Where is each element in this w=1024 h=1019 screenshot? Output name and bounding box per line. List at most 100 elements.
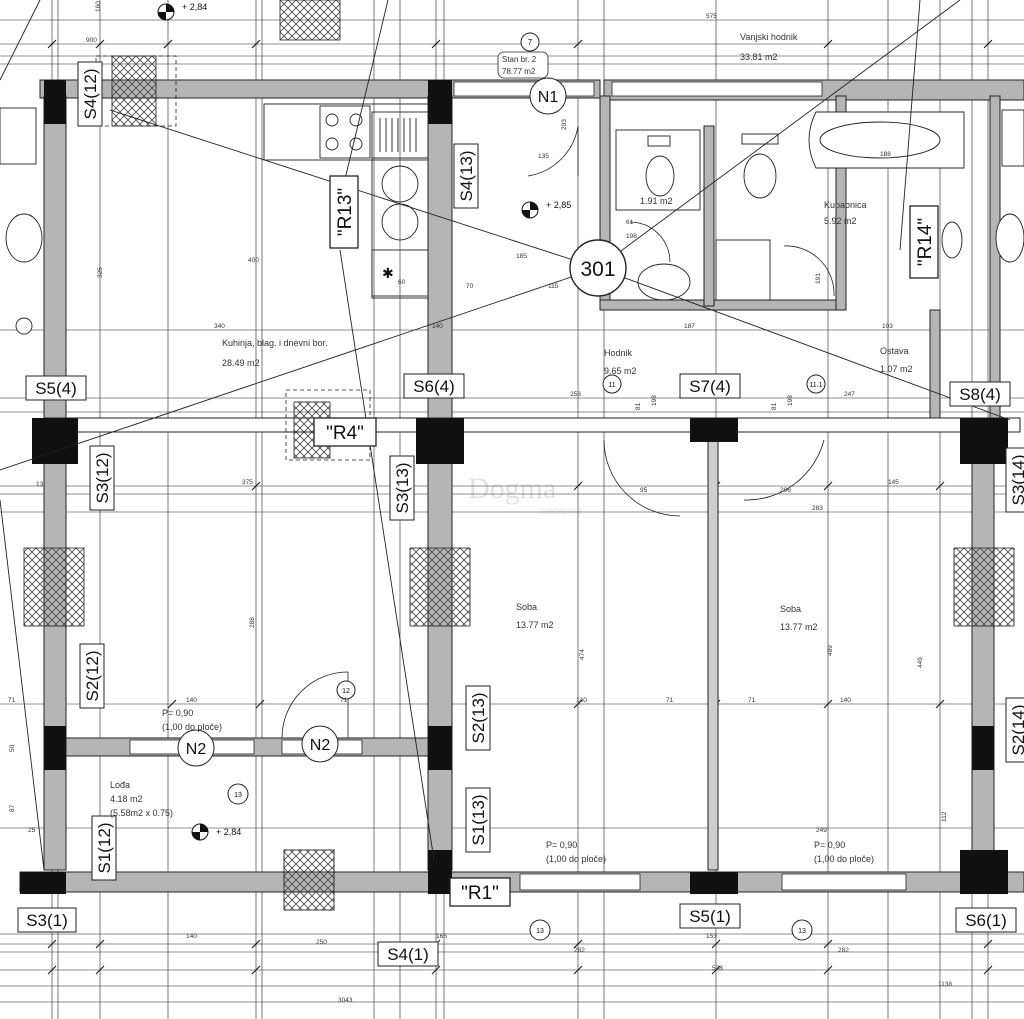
section-lines	[0, 0, 1011, 871]
dim-label: 135	[538, 153, 549, 160]
dim-label: 103	[882, 323, 893, 330]
dim-label: 198	[626, 233, 637, 240]
wall-tag: S2(12)	[79, 643, 105, 709]
sill-notes: P= 0,90 (1,00 do ploče) P= 0,90 (1,00 do…	[162, 708, 874, 864]
wall-tag-text: S6(4)	[413, 377, 455, 396]
bath-fixtures	[0, 107, 1024, 335]
dim-label: 81	[771, 402, 778, 410]
marker-text: 12	[342, 688, 350, 695]
wall-tag: S8(4)	[949, 381, 1011, 407]
dim-label: 3043	[338, 997, 353, 1004]
marker-text: 13	[536, 928, 544, 935]
room-name: Hodnik	[604, 348, 633, 358]
dim-label: 1138	[938, 981, 952, 988]
sill-note: (1,00 do ploče)	[814, 854, 874, 864]
dim-label: 61	[626, 219, 634, 226]
dim-label: 71	[340, 697, 348, 704]
hatch-details	[23, 0, 1015, 911]
marker-13a: 13	[227, 783, 249, 805]
room-name: Ostava	[880, 346, 909, 356]
dim-label: 206	[780, 487, 791, 494]
section-tag-r13: "R13"	[329, 175, 359, 249]
room-name: Soba	[516, 602, 537, 612]
marker-12: 12	[336, 680, 356, 700]
dim-label: 166	[436, 933, 447, 940]
dim-label: 249	[816, 827, 827, 834]
marker-13b: 13	[529, 919, 551, 941]
sill-note: (1,00 do ploče)	[162, 722, 222, 732]
sill-height: P= 0,90	[814, 840, 845, 850]
dim-label: 145	[888, 479, 899, 486]
marker-text: N2	[186, 741, 207, 758]
dim-label: 185	[516, 253, 527, 260]
wall-tag-text: S2(12)	[83, 650, 102, 701]
dim-label: 198	[787, 395, 794, 406]
wall-tag: S4(12)	[77, 61, 103, 127]
wall-tag: S4(13)	[453, 143, 479, 209]
dim-label: 247	[844, 391, 855, 398]
marker-11-1: 11.1	[806, 374, 826, 394]
dim-label: 71	[8, 697, 16, 704]
room-area: 5.92 m2	[824, 216, 857, 226]
sill-note: (1,00 do ploče)	[546, 854, 606, 864]
dim-label: 140	[432, 323, 443, 330]
dim-label: 187	[684, 323, 695, 330]
dim-label: 25	[28, 827, 36, 834]
dim-label: 153	[706, 933, 717, 940]
room-name: Kupaonica	[824, 200, 867, 210]
wall-tag: S3(14)	[1005, 447, 1024, 513]
room-labels: Kuhinja, blag. i dnevni bor. 28.49 m2 Va…	[110, 32, 913, 818]
wall-tag-text: S3(13)	[393, 462, 412, 513]
section-tag-text: "R14"	[915, 218, 936, 266]
dim-label: 71	[666, 697, 674, 704]
door-swings	[281, 125, 835, 739]
wall-tag-text: S4(12)	[81, 68, 100, 119]
dim-label: 140	[186, 697, 197, 704]
wall-tag: S6(1)	[955, 907, 1017, 933]
dim-label: 188	[880, 151, 891, 158]
wall-tag-text: S1(12)	[95, 822, 114, 873]
marker-11: 11	[602, 374, 622, 394]
wall-tag: S2(14)	[1005, 697, 1024, 763]
dim-label: 70	[466, 283, 474, 290]
marker-n2b: N2	[301, 725, 339, 763]
marker-text: 11.1	[809, 382, 822, 389]
dim-label: 140	[840, 697, 851, 704]
dim-label: 325	[97, 267, 104, 278]
level-markers: + 2,84 + 2,85 + 2,84	[157, 2, 571, 841]
dim-label: 115	[548, 283, 559, 290]
dim-label: 81	[635, 402, 642, 410]
wall-tag: S3(12)	[89, 445, 115, 511]
marker-text: 7	[528, 38, 533, 47]
level-text: + 2,84	[182, 2, 207, 12]
dim-label: 140	[576, 697, 587, 704]
room-area: 13.77 m2	[780, 622, 818, 632]
room-area: 13.77 m2	[516, 620, 554, 630]
marker-301: 301	[569, 239, 627, 297]
sill-height: P= 0,90	[162, 708, 193, 718]
dim-label: 288	[249, 617, 256, 628]
marker-text: 13	[234, 792, 242, 799]
svg-text:✱: ✱	[382, 265, 394, 281]
wall-tag-text: S2(13)	[469, 692, 488, 743]
room-area: 9.65 m2	[604, 366, 637, 376]
dim-label: 900	[86, 37, 97, 44]
marker-n1: N1	[529, 77, 567, 115]
wall-tag: S6(4)	[403, 373, 465, 399]
dimension-ticks	[47, 39, 993, 975]
wall-tag-text: S3(1)	[26, 911, 68, 930]
marker-text: 11	[608, 382, 615, 389]
wall-tag: S5(1)	[679, 903, 741, 929]
dim-label: 60	[398, 279, 406, 286]
dim-label: 489	[827, 645, 834, 656]
dim-label: 50	[9, 744, 16, 752]
room-area: 4.18 m2	[110, 794, 143, 804]
dim-label: 87	[9, 804, 16, 812]
wall-tag-text: S7(4)	[689, 377, 731, 396]
dim-label: 191	[815, 273, 822, 284]
marker-text: N1	[538, 89, 559, 106]
wall-tag-text: S4(13)	[457, 150, 476, 201]
section-tags: "R13" "R14" "R4" "R1"	[313, 175, 939, 907]
marker-7: 7	[520, 32, 540, 52]
